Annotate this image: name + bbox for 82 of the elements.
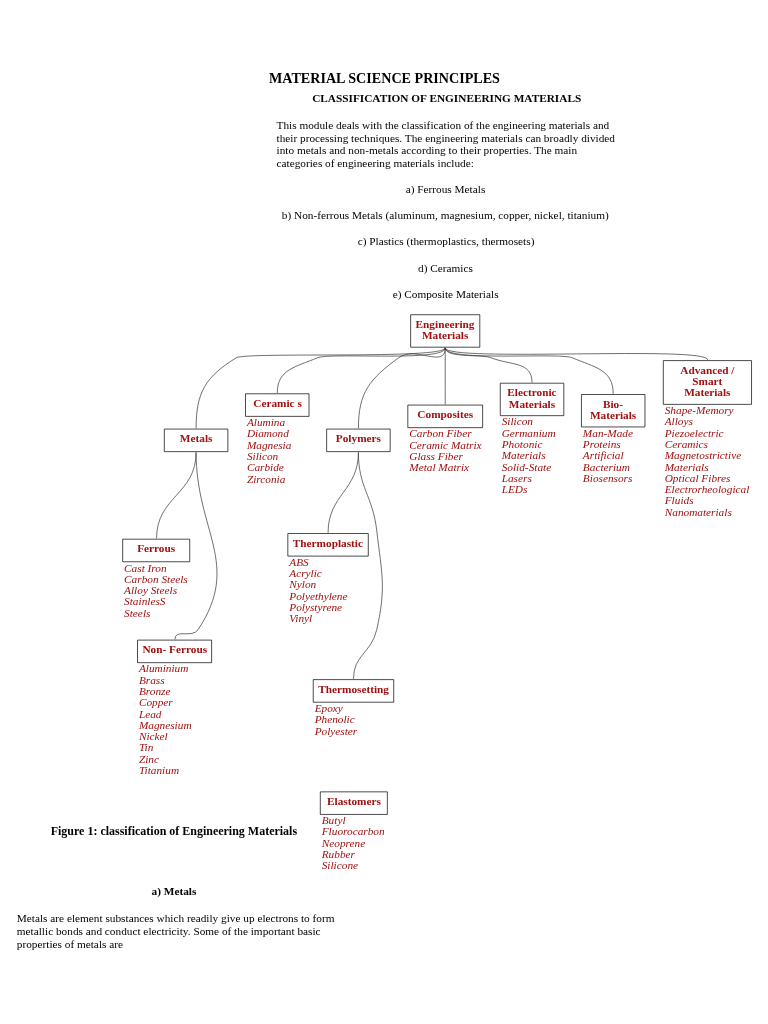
node-label: Copper (138, 696, 173, 709)
node-label: LEDs (501, 483, 528, 496)
node-label: Silicon (501, 415, 534, 428)
node-box: Thermoplastic (287, 533, 369, 557)
node-label: Shape-Memory Alloys (664, 404, 734, 428)
caption: Figure 1: classification of Engineering Materials (50, 823, 298, 838)
connector (444, 347, 709, 361)
connector (174, 452, 218, 640)
label: a) Metals (151, 885, 197, 898)
diagram-title: MATERIAL SCIENCE PRINCIPLES (268, 70, 500, 87)
node-label: Nylon (289, 578, 317, 591)
label: Metals are element substances which readily give up electrons to form metallic bonds and conduct electricity. Some of the important basic properties of metals are (16, 912, 335, 950)
node-label: Tin (138, 741, 154, 754)
node-label: Polyester (314, 724, 358, 737)
node-box: Composites (407, 404, 483, 428)
node-label: Fluorocarbon (321, 825, 385, 838)
node-label: Germanium (501, 426, 556, 439)
connector (195, 347, 446, 429)
node-box: Advanced / Smart Materials (662, 360, 752, 405)
node-label: Cast Iron (124, 561, 167, 574)
label: d) Ceramics (418, 261, 473, 274)
node-box: Metals (163, 428, 229, 452)
node-label: Neoprene (321, 836, 366, 849)
node-label: Artificial Bacterium (582, 449, 630, 473)
node-label: Magnesium (138, 718, 192, 731)
node-label: Magnetostrictive Materials (664, 449, 742, 473)
node-label: Polyethylene (289, 589, 348, 602)
node-label: Brass (138, 673, 165, 686)
node-label: Nickel (138, 730, 168, 743)
node-box: Thermosetting (312, 679, 395, 703)
node-label: StainlesS Steels (124, 595, 166, 619)
node-box: Elastomers (319, 791, 388, 815)
connector (276, 347, 446, 394)
node-box: Non- Ferrous (137, 639, 212, 664)
connector (353, 452, 383, 680)
node-box: Polymers (326, 428, 391, 452)
node-label: Phenolic (314, 713, 355, 726)
label: c) Plastics (thermoplastics, thermosets) (357, 235, 535, 248)
node-label: Biosensors (582, 471, 633, 484)
node-label: Silicone (321, 859, 359, 872)
connector (358, 347, 446, 429)
node-label: ABS (289, 555, 309, 568)
node-label: Acrylic (289, 567, 322, 580)
node-box: Bio- Materials (581, 394, 646, 428)
node-label: Optical Fibres (664, 471, 731, 484)
node-label: Ceramic Matrix (409, 438, 482, 451)
node-label: Titanium (138, 764, 180, 777)
node-label: Glass Fiber (409, 449, 463, 462)
label: b) Non-ferrous Metals (aluminum, magnesium, copper, nickel, titanium) (281, 209, 609, 222)
node-label: Butyl (321, 814, 346, 827)
node-label: Epoxy (314, 701, 343, 714)
node-label: Metal Matrix (409, 461, 470, 474)
node-box: Ceramic s (245, 393, 310, 417)
node-label: Nanomaterials (664, 505, 732, 518)
node-label: Bronze (138, 685, 171, 698)
node-label: Zinc (138, 752, 159, 765)
node-label: Carbon Fiber (409, 427, 472, 440)
node-box: Electronic Materials (499, 382, 565, 416)
label: e) Composite Materials (392, 287, 499, 300)
node-label: Piezoelectric Ceramics (664, 426, 724, 450)
node-box: Engineering Materials (410, 314, 481, 348)
node-label: Diamond (246, 427, 289, 440)
node-label: Solid-State Lasers (501, 460, 552, 484)
node-label: Vinyl (289, 612, 313, 625)
node-box: Ferrous (122, 538, 191, 563)
node-label: Electrorheological Fluids (664, 483, 750, 507)
node-label: Alumina (246, 416, 286, 429)
connector (444, 347, 614, 395)
connector (444, 347, 533, 383)
node-label: Magnesia (246, 438, 292, 451)
node-label: Carbon Steels (124, 572, 188, 585)
label: This module deals with the classification of the engineering materials and their processing techniques. The engineering materials can broadly divided into metals and non-metals according to their properties. The main categories of engineering materials include: (276, 118, 615, 170)
node-label: Zirconia (246, 472, 286, 485)
node-label: Photonic Materials (501, 437, 546, 462)
node-label: Lead (138, 707, 162, 720)
node-label: Aluminium (138, 662, 189, 675)
node-label: Alloy Steels (124, 584, 178, 597)
node-label: Rubber (321, 848, 355, 861)
node-label: Polystyrene (289, 601, 343, 614)
label: CLASSIFICATION OF ENGINEERING MATERIALS (312, 92, 582, 105)
label: a) Ferrous Metals (405, 183, 486, 196)
node-label: Man-Made Proteins (582, 426, 633, 450)
